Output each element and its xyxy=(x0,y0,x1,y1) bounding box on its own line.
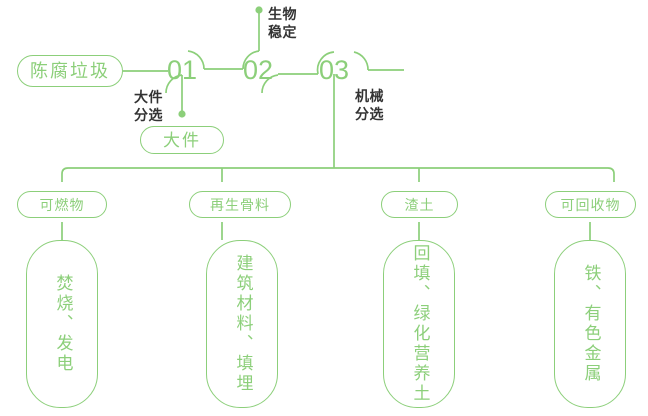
destination-text-slag-soil: 回填、绿化营养土 xyxy=(410,244,430,404)
step-03-caption-line1: 机械 xyxy=(355,88,384,104)
arc-03-bottom xyxy=(353,51,369,71)
step-01-caption-line2: 分选 xyxy=(134,106,163,123)
destination-text-combustible: 焚烧、发电 xyxy=(53,274,73,374)
category-pill-slag-soil[interactable]: 渣土 xyxy=(381,191,458,218)
step-01-caption-line1: 大件 xyxy=(134,89,163,105)
dot-01-branch xyxy=(178,110,186,118)
destination-text-recycled-aggregate: 建筑材料、填埋 xyxy=(233,254,253,394)
step-02-caption-line1: 生物 xyxy=(268,6,297,22)
step-02-caption: 生物 稳定 xyxy=(268,6,297,41)
step-03-caption-line2: 分选 xyxy=(355,105,384,122)
category-pill-recycled-aggregate[interactable]: 再生骨料 xyxy=(189,191,291,218)
step-03-caption: 机械 分选 xyxy=(355,88,384,123)
category-pill-recyclable[interactable]: 可回收物 xyxy=(545,191,636,218)
destination-box-recyclable[interactable]: 铁、有色金属 xyxy=(554,240,626,408)
dot-02-branch xyxy=(255,6,263,14)
category-pill-combustible[interactable]: 可燃物 xyxy=(17,191,107,218)
start-node-pill[interactable]: 陈腐垃圾 xyxy=(17,55,123,87)
step-02-caption-line2: 稳定 xyxy=(268,23,297,40)
destination-text-recyclable: 铁、有色金属 xyxy=(581,264,601,384)
step-number-02[interactable]: 02 xyxy=(243,55,274,85)
destination-box-recycled-aggregate[interactable]: 建筑材料、填埋 xyxy=(206,240,278,408)
destination-box-slag-soil[interactable]: 回填、绿化营养土 xyxy=(383,240,455,408)
step-01-caption: 大件 分选 xyxy=(134,89,163,124)
step-number-01[interactable]: 01 xyxy=(167,55,198,85)
destination-box-combustible[interactable]: 焚烧、发电 xyxy=(26,240,98,408)
step-number-03[interactable]: 03 xyxy=(319,55,350,85)
output-pill-bulky[interactable]: 大件 xyxy=(140,126,224,154)
distribution-bar xyxy=(61,167,615,182)
